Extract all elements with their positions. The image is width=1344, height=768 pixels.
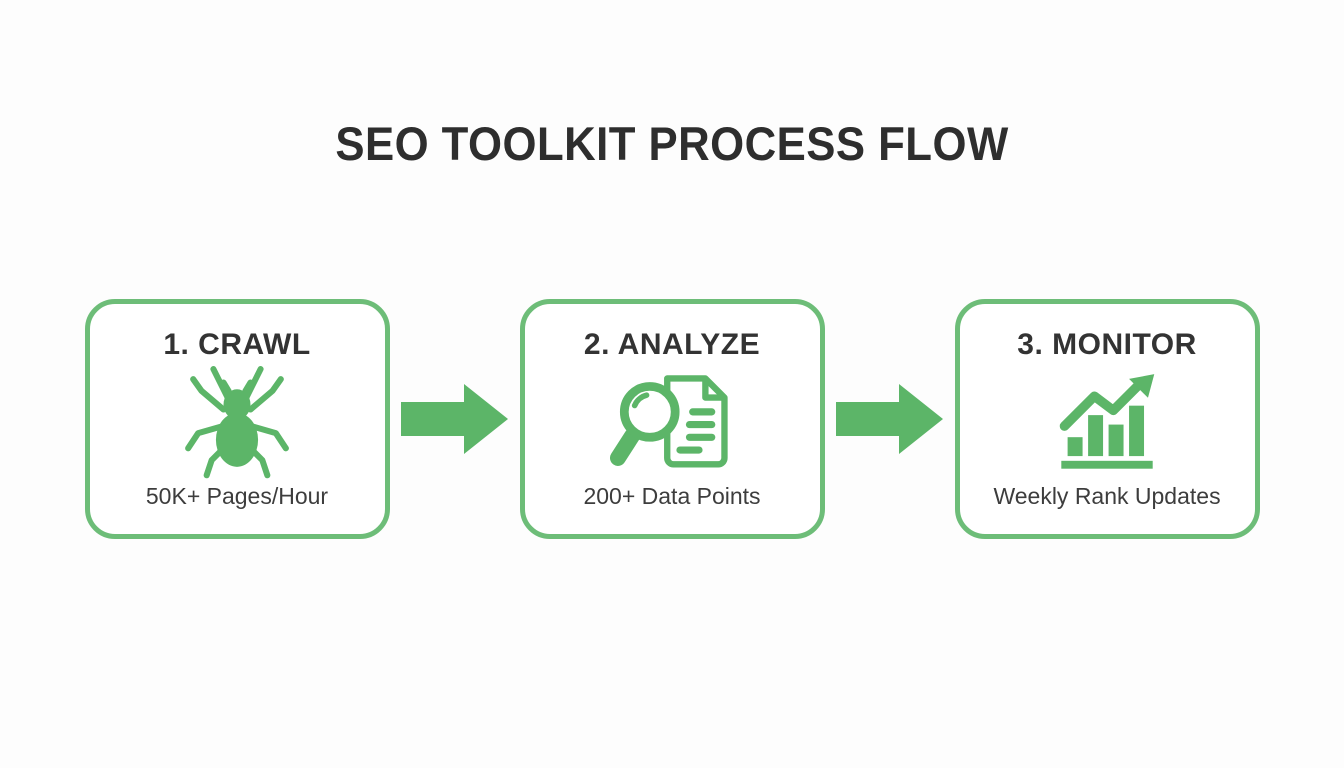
arrow-right-icon xyxy=(835,384,943,454)
arrow-right-icon xyxy=(400,384,508,454)
step-card-crawl: 1. CRAWL 50K+ Pages/Hour xyxy=(84,299,390,539)
process-flow: 1. CRAWL 50K+ Pages/Hour xyxy=(0,299,1344,539)
flow-connector xyxy=(825,379,955,459)
rising-bar-chart-icon xyxy=(1055,362,1159,483)
step-detail: Weekly Rank Updates xyxy=(993,483,1221,509)
flow-connector xyxy=(390,379,520,459)
magnifier-document-icon xyxy=(610,362,734,483)
step-heading: 1. CRAWL xyxy=(163,328,311,361)
step-detail: 200+ Data Points xyxy=(583,483,761,509)
page-title: SEO TOOLKIT PROCESS FLOW xyxy=(335,117,1009,170)
step-detail: 50K+ Pages/Hour xyxy=(145,483,329,509)
spider-icon xyxy=(183,362,291,483)
step-card-monitor: 3. MONITOR Weekly Rank Updates xyxy=(954,299,1260,539)
step-card-analyze: 2. ANALYZE 200+ Data Points xyxy=(519,299,825,539)
step-heading: 3. MONITOR xyxy=(1017,328,1197,361)
step-heading: 2. ANALYZE xyxy=(583,328,761,361)
